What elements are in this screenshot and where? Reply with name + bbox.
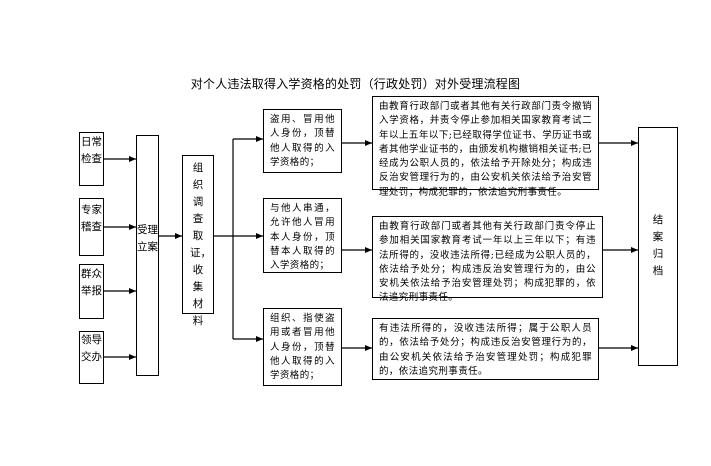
close-case-label: 结案归档: [652, 214, 664, 277]
organize-investigation-box: 组织调查取证，收集材料: [182, 155, 214, 327]
penalty-box-3: 有违法所得的，没收违法所得；属于公职人员的，依法给予处分；构成违反治安管理行为的…: [372, 318, 599, 380]
source-label: 群众举报: [81, 268, 102, 297]
source-label: 领导交办: [81, 334, 102, 363]
violation-box-3: 组织、指使盗用或者冒用他人身份，顶替他人取得的入学资格的；: [263, 308, 342, 386]
violation-box-2: 与他人串通，允许他人冒用本人身份，顶替本人取得的入学资格的；: [263, 198, 342, 273]
source-box-expert-audit: 专家稽查: [79, 198, 104, 256]
organize-label: 组织调查取证，收集材料: [190, 162, 211, 327]
diagram-title: 对个人违法取得入学资格的处罚（行政处罚）对外受理流程图: [190, 77, 521, 91]
penalty-text: 有违法所得的，没收违法所得；属于公职人员的，依法给予处分；构成违反治安管理行为的…: [379, 323, 592, 377]
violation-text: 盗用、冒用他人身份，顶替他人取得的入学资格的；: [270, 114, 335, 168]
source-label: 日常检查: [81, 136, 102, 165]
penalty-text: 由教育行政部门或者其他有关行政部门责令停止参加相关国家教育考试一年以上三年以下；…: [379, 221, 596, 304]
violation-text: 与他人串通，允许他人冒用本人身份，顶替本人取得的入学资格的；: [270, 203, 335, 272]
accept-case-box: 受理立案: [136, 135, 159, 376]
penalty-box-2: 由教育行政部门或者其他有关行政部门责令停止参加相关国家教育考试一年以上三年以下；…: [372, 216, 603, 303]
violation-box-1: 盗用、冒用他人身份，顶替他人取得的入学资格的；: [263, 109, 342, 173]
violation-text: 组织、指使盗用或者冒用他人身份，顶替他人取得的入学资格的；: [270, 313, 335, 382]
source-label: 专家稽查: [81, 204, 102, 233]
source-box-routine-inspection: 日常检查: [79, 132, 104, 186]
close-case-box: 结案归档: [638, 127, 678, 366]
source-box-leader-assigned: 领导交办: [79, 331, 104, 384]
accept-case-label: 受理立案: [137, 224, 158, 253]
penalty-text: 由教育行政部门或者其他有关行政部门责令撤销入学资格，并责令停止参加相关国家教育考…: [379, 101, 592, 198]
penalty-box-1: 由教育行政部门或者其他有关行政部门责令撤销入学资格，并责令停止参加相关国家教育考…: [372, 96, 599, 198]
source-box-public-report: 群众举报: [79, 264, 104, 319]
